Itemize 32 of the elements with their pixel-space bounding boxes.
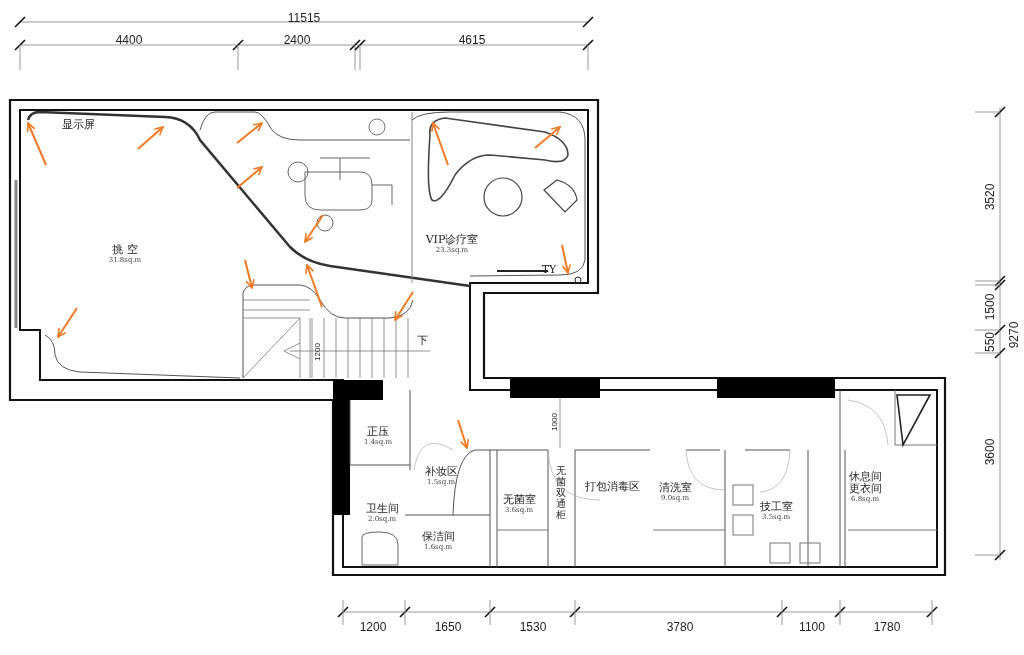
dimension-label: 1000 [549,413,560,431]
room-name: 清洗室 [658,482,692,494]
dimension-label: 3520 [983,183,997,211]
dimension-label: 1200 [359,620,387,634]
dimension-label: 9270 [1007,321,1021,349]
dimension-label: 550 [983,332,997,352]
room-name: 更衣间 [848,483,882,495]
room-name: 补妆区 [424,466,458,478]
dimension-label: 1780 [873,620,901,634]
room-name: 挑 空 [111,244,139,256]
dimension-label: 3780 [666,620,694,634]
room-name: 技工室 [759,501,793,513]
room-name: VIP诊疗室 [425,234,479,246]
room-name: 卫生间 [365,503,399,515]
dimension-label: 3600 [983,438,997,466]
room-name: 正压 [366,426,390,438]
dimension-label: 4400 [115,33,143,47]
room-label: 显示屏 [61,118,95,132]
stair-label: 下 [416,334,428,348]
dimension-label: 11515 [287,11,321,25]
dimension-label: 1100 [799,620,825,634]
dimension-label: 1650 [434,620,462,634]
room-name: 休息间 [848,471,882,483]
dimension-label: 1500 [983,293,997,321]
dimension-label: 1530 [519,620,547,634]
room-name: 打包消毒区 [584,481,640,493]
room-name: 保洁间 [421,531,455,543]
dimension-label: 2400 [283,33,311,47]
room-name: 无菌室 [502,494,536,506]
dimension-label: 1200 [312,343,323,361]
room-name: 无菌双通柜 [555,465,567,520]
dimension-label: 4615 [458,33,486,47]
